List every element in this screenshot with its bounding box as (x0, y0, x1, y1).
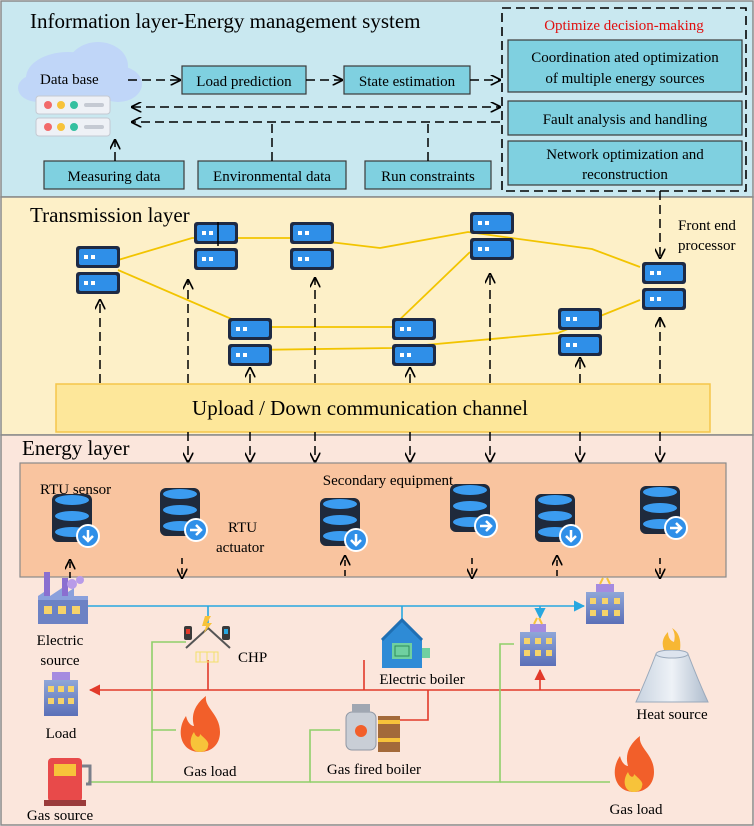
fault-analysis-box (507, 100, 743, 136)
run-constraints-label: Run constraints (381, 169, 475, 185)
server-icon (392, 318, 436, 366)
rtu-actuator-line1: RTU (228, 520, 257, 536)
building-load-icon-left (44, 672, 78, 716)
server-icon (290, 222, 334, 270)
gas-load-label-2: Gas load (610, 802, 663, 818)
network-optimization-line1: Network optimization and (546, 147, 704, 163)
rtu-database-icon (640, 486, 688, 540)
secondary-equipment-panel (19, 462, 727, 578)
measuring-data-box (43, 160, 185, 190)
rtu-database-icon (160, 488, 208, 542)
front-end-processor-line2: processor (678, 238, 735, 254)
gas-load-flame-icon-2 (614, 736, 654, 792)
gas-load-flame-icon-1 (180, 696, 220, 752)
info-flow-arrows (115, 80, 500, 161)
electric-boiler-label: Electric boiler (379, 672, 464, 688)
gas-source-pump-icon (44, 758, 92, 806)
fault-analysis-label: Fault analysis and handling (543, 112, 708, 128)
rtu-database-icon (535, 494, 583, 548)
state-estimation-label: State estimation (359, 74, 456, 90)
building-load-icon-middle (520, 617, 556, 666)
gas-load-label-1: Gas load (184, 764, 237, 780)
server-icon (76, 246, 120, 294)
coordination-optimization-line1: Coordination ated optimization (531, 50, 719, 66)
decision-making-title: Optimize decision-making (544, 18, 704, 34)
server-icon (228, 318, 272, 366)
building-load-icon-right-top (586, 577, 624, 624)
transmission-servers (76, 212, 686, 366)
gas-source-label: Gas source (27, 808, 94, 824)
rtu-database-icon (320, 498, 368, 552)
load-label: Load (46, 726, 77, 742)
rtu-devices (52, 484, 688, 552)
gas-fired-boiler-icon (345, 704, 400, 752)
electric-boiler-icon (380, 617, 430, 668)
load-prediction-label: Load prediction (196, 74, 292, 90)
gas-fired-boiler-label: Gas fired boiler (327, 762, 421, 778)
communication-channel-label: Upload / Down communication channel (192, 396, 528, 420)
heat-source-tower-icon (635, 628, 709, 703)
database-label: Data base (40, 72, 99, 88)
uplink-arrows (100, 222, 660, 383)
front-end-processor-line1: Front end (678, 218, 736, 234)
coordination-optimization-line2: of multiple energy sources (545, 71, 704, 87)
energy-layer-title: Energy layer (22, 436, 129, 460)
rtu-database-icon (52, 494, 100, 548)
communication-channel-bar (55, 383, 711, 433)
electric-source-line1: Electric (37, 633, 84, 649)
transmission-layer-title: Transmission layer (30, 203, 190, 227)
information-layer-title: Information layer-Energy management syst… (30, 9, 420, 33)
rtu-sensor-label: RTU sensor (40, 482, 111, 498)
heat-lines (88, 660, 640, 721)
electric-source-line2: source (40, 653, 79, 669)
secondary-equipment-label: Secondary equipment (323, 473, 454, 489)
coordination-optimization-box (507, 39, 743, 93)
server-icon (558, 308, 602, 356)
electric-source-factory-icon (38, 572, 88, 624)
server-icon (470, 212, 514, 260)
decision-making-group (501, 7, 747, 192)
measuring-data-label: Measuring data (68, 169, 161, 185)
heat-source-label: Heat source (636, 707, 708, 723)
database-cloud-icon (18, 42, 142, 137)
rtu-actuator-line2: actuator (216, 540, 264, 556)
rtu-database-icon (450, 484, 498, 538)
server-icon (194, 222, 238, 270)
gas-lines (88, 641, 610, 783)
environmental-data-box (197, 160, 347, 190)
load-prediction-box (181, 65, 307, 95)
chp-label: CHP (238, 650, 267, 666)
server-icon (642, 262, 686, 310)
chp-icon (184, 616, 231, 663)
network-optimization-box (507, 140, 743, 186)
network-optimization-line2: reconstruction (582, 167, 668, 183)
environmental-data-label: Environmental data (213, 169, 331, 185)
downlink-arrows (188, 432, 660, 462)
